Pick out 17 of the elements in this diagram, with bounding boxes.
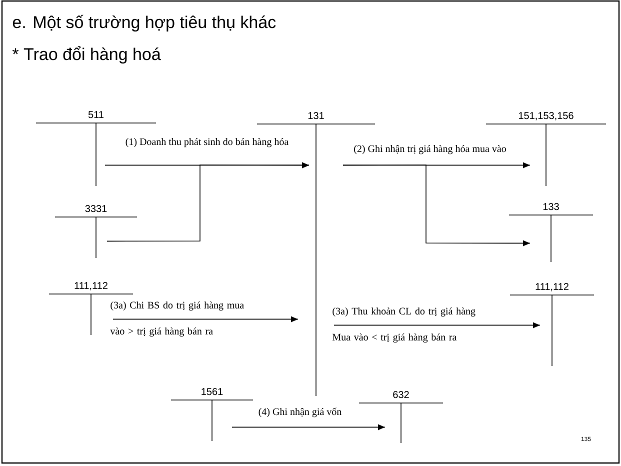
arrow xyxy=(106,162,310,242)
t-account: 111,112 xyxy=(510,283,594,366)
arrow xyxy=(112,316,298,322)
edge-label: (4) Ghi nhận giá vốn xyxy=(258,408,342,418)
subtitle: * Trao đổi hàng hoá xyxy=(12,46,161,64)
t-account: 133 xyxy=(508,203,594,262)
arrow xyxy=(342,164,530,246)
edge-label: (2) Ghi nhận trị giá hàng hóa mua vào xyxy=(354,145,506,154)
edge-label: (3a) Chi BS do trị giá hàng mua vào > trị giá hàng bán ra xyxy=(110,301,244,337)
t-account: 3331 xyxy=(54,205,138,258)
slide-title: e. Một số trường hợp tiêu thụ khác xyxy=(12,14,276,32)
edge-label: (1) Doanh thu phát sinh do bán hàng hóa xyxy=(126,138,289,148)
arrow xyxy=(334,322,540,328)
arrow xyxy=(232,424,386,430)
t-account: 1561 xyxy=(170,388,254,442)
t-account: 632 xyxy=(358,391,444,444)
edge-label: (3a) Thu khoản CL do trị giá hàng Mua vào < trị giá hàng bán ra xyxy=(332,307,476,343)
